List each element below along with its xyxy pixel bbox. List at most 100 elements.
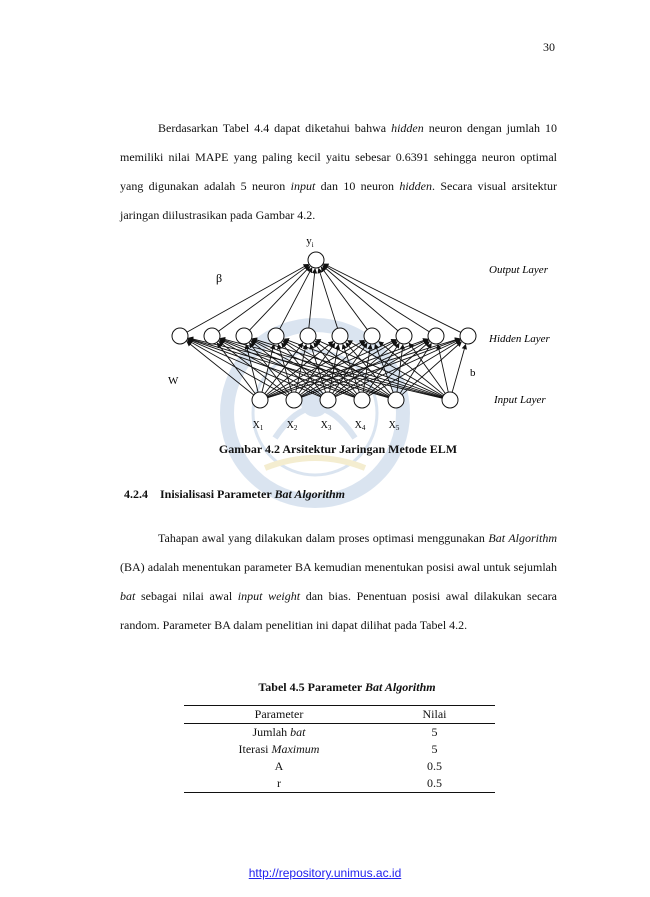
bias-hidden-edge: [187, 336, 443, 399]
input-hidden-edge: [282, 340, 356, 396]
cell-value: 0.5: [374, 775, 495, 793]
input-hidden-edge: [186, 341, 255, 396]
cell-value: 0.5: [427, 759, 442, 773]
input-hidden-edge: [251, 338, 389, 398]
hidden-node: [395, 327, 413, 345]
input-hidden-edge: [333, 341, 398, 396]
cell-parameter: A: [274, 759, 284, 773]
network-nodes: [171, 251, 477, 409]
input-hidden-edge: [187, 337, 389, 399]
bias-hidden-edge: [436, 343, 449, 393]
input-hidden-edge: [374, 343, 394, 393]
input-hidden-edge: [250, 340, 322, 396]
header-nilai: Nilai: [374, 705, 495, 724]
paragraph-bat-parameters-text: Tahapan awal yang dilakukan dalam proses…: [120, 531, 558, 632]
bias-hidden-edge: [251, 337, 443, 399]
page-number: 30: [543, 40, 555, 54]
input-hidden-edge: [367, 341, 430, 396]
hidden-node: [459, 327, 477, 345]
section-heading: 4.2.4 Inisialisasi Parameter Bat Algorith…: [124, 487, 345, 502]
input-label: X3: [321, 420, 332, 432]
input-hidden-edge: [313, 342, 358, 395]
bias-hidden-edge: [451, 343, 467, 393]
bias-hidden-edge: [283, 338, 443, 398]
table-caption: Tabel 4.5 Parameter Bat Algorithm: [258, 680, 436, 694]
input-hidden-edge: [314, 340, 390, 396]
hidden-node: [331, 327, 349, 345]
input-node: [353, 391, 371, 409]
elm-architecture-diagram: yi β W b Output Layer Hidden Layer Input…: [168, 235, 551, 432]
hidden-output-edge: [308, 268, 318, 329]
input-hidden-edge: [283, 339, 390, 397]
hidden-node: [363, 327, 381, 345]
input-hidden-edge: [295, 343, 308, 393]
b-label: b: [470, 367, 476, 379]
hidden-node: [235, 327, 253, 345]
hidden-output-edge: [322, 264, 430, 333]
bias-node: [441, 391, 459, 409]
input-hidden-edge: [218, 340, 288, 396]
paragraph-bat-parameters: Tahapan awal yang dilakukan dalam proses…: [120, 524, 557, 640]
input-hidden-edge: [345, 342, 392, 395]
input-label: X1: [253, 420, 264, 432]
table-row: Jumlah bat 5: [184, 724, 495, 742]
output-node: [307, 251, 325, 269]
input-hidden-edge: [277, 343, 293, 393]
hidden-output-edge: [323, 263, 462, 333]
cell-value: 5: [431, 742, 438, 756]
output-node-label: yi: [306, 235, 314, 249]
bias-hidden-edge: [315, 339, 443, 398]
header-parameter: Parameter: [184, 705, 374, 724]
input-hidden-edge: [265, 341, 334, 396]
hidden-node: [171, 327, 189, 345]
input-hidden-edge: [219, 337, 389, 398]
input-label: X4: [355, 420, 366, 432]
hidden-output-edge: [320, 266, 368, 330]
hidden-node: [299, 327, 317, 345]
output-layer-label: Output Layer: [489, 264, 549, 276]
table-header-row: Parameter Nilai: [184, 705, 495, 724]
input-hidden-edge: [187, 338, 321, 398]
input-layer-label: Input Layer: [493, 394, 546, 406]
input-hidden-edge: [187, 339, 288, 397]
hidden-node: [203, 327, 221, 345]
bias-hidden-edge: [408, 342, 446, 394]
input-label: X5: [389, 420, 400, 432]
hidden-node: [267, 327, 285, 345]
bias-hidden-edge: [219, 336, 443, 399]
hidden-layer-label: Hidden Layer: [488, 333, 551, 345]
cell-parameter: Jumlah bat: [252, 725, 306, 739]
figure-caption: Gambar 4.2 Arsitektur Jaringan Metode EL…: [218, 442, 458, 456]
w-label: W: [168, 375, 179, 387]
input-hidden-edge: [244, 343, 259, 393]
paragraph-architecture: Berdasarkan Tabel 4.4 dapat diketahui ba…: [120, 114, 557, 230]
input-hidden-connections: [186, 337, 462, 399]
bias-hidden-edge: [378, 341, 445, 396]
hidden-output-edge: [218, 264, 310, 332]
cell-value: 5: [431, 725, 438, 739]
input-hidden-edge: [366, 342, 400, 394]
section-title: Inisialisasi Parameter Bat Algorithm: [160, 487, 346, 501]
input-hidden-edge: [281, 342, 324, 395]
table-row: A 0.5: [184, 758, 495, 775]
bias-hidden-edge: [347, 340, 444, 397]
input-hidden-edge: [261, 343, 276, 393]
cell-parameter: Iterasi Maximum: [238, 742, 320, 756]
repository-link[interactable]: http://repository.unimus.ac.id: [248, 866, 402, 880]
bias-connections: [187, 336, 467, 399]
section-number: 4.2.4: [124, 487, 148, 501]
input-hidden-edge: [187, 337, 355, 398]
hidden-output-edge: [186, 263, 309, 333]
paragraph-architecture-text: Berdasarkan Tabel 4.4 dapat diketahui ba…: [120, 121, 557, 222]
hidden-output-edge: [279, 267, 313, 330]
hidden-node: [427, 327, 445, 345]
input-node: [285, 391, 303, 409]
input-hidden-edge: [399, 342, 432, 394]
cell-parameter: r: [184, 775, 374, 793]
input-node: [319, 391, 337, 409]
input-node: [387, 391, 405, 409]
beta-label: β: [216, 271, 222, 285]
